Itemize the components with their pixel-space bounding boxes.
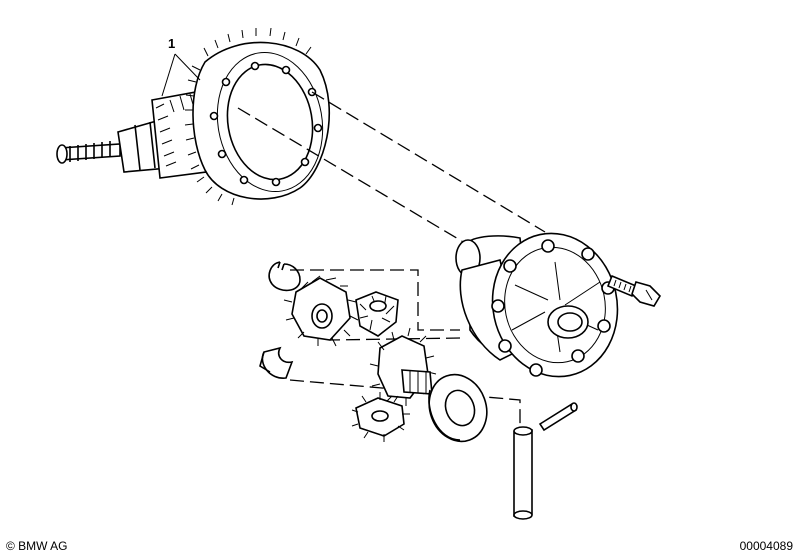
- differential-pinion-lower-icon: [351, 392, 410, 442]
- callout-number-1: 1: [168, 36, 176, 51]
- copyright-text: © BMW AG: [6, 539, 68, 553]
- differential-pinion-upper-icon: [355, 291, 399, 337]
- roll-pin-icon: [538, 402, 578, 432]
- side-gear-lower-icon: [369, 327, 437, 406]
- circlip-lower-icon: [259, 346, 294, 379]
- crown-wheel-and-pinion-icon: [56, 27, 331, 206]
- hex-bolt-icon: [606, 274, 662, 307]
- side-gear-icon: [283, 275, 359, 347]
- differential-cage-icon: [455, 232, 619, 378]
- shaft-pin-icon: [513, 426, 533, 520]
- thrust-washer-icon: [428, 373, 488, 443]
- circlip-upper-icon: [268, 261, 301, 292]
- image-number: 00004089: [739, 539, 793, 553]
- alignment-lines: [237, 91, 546, 430]
